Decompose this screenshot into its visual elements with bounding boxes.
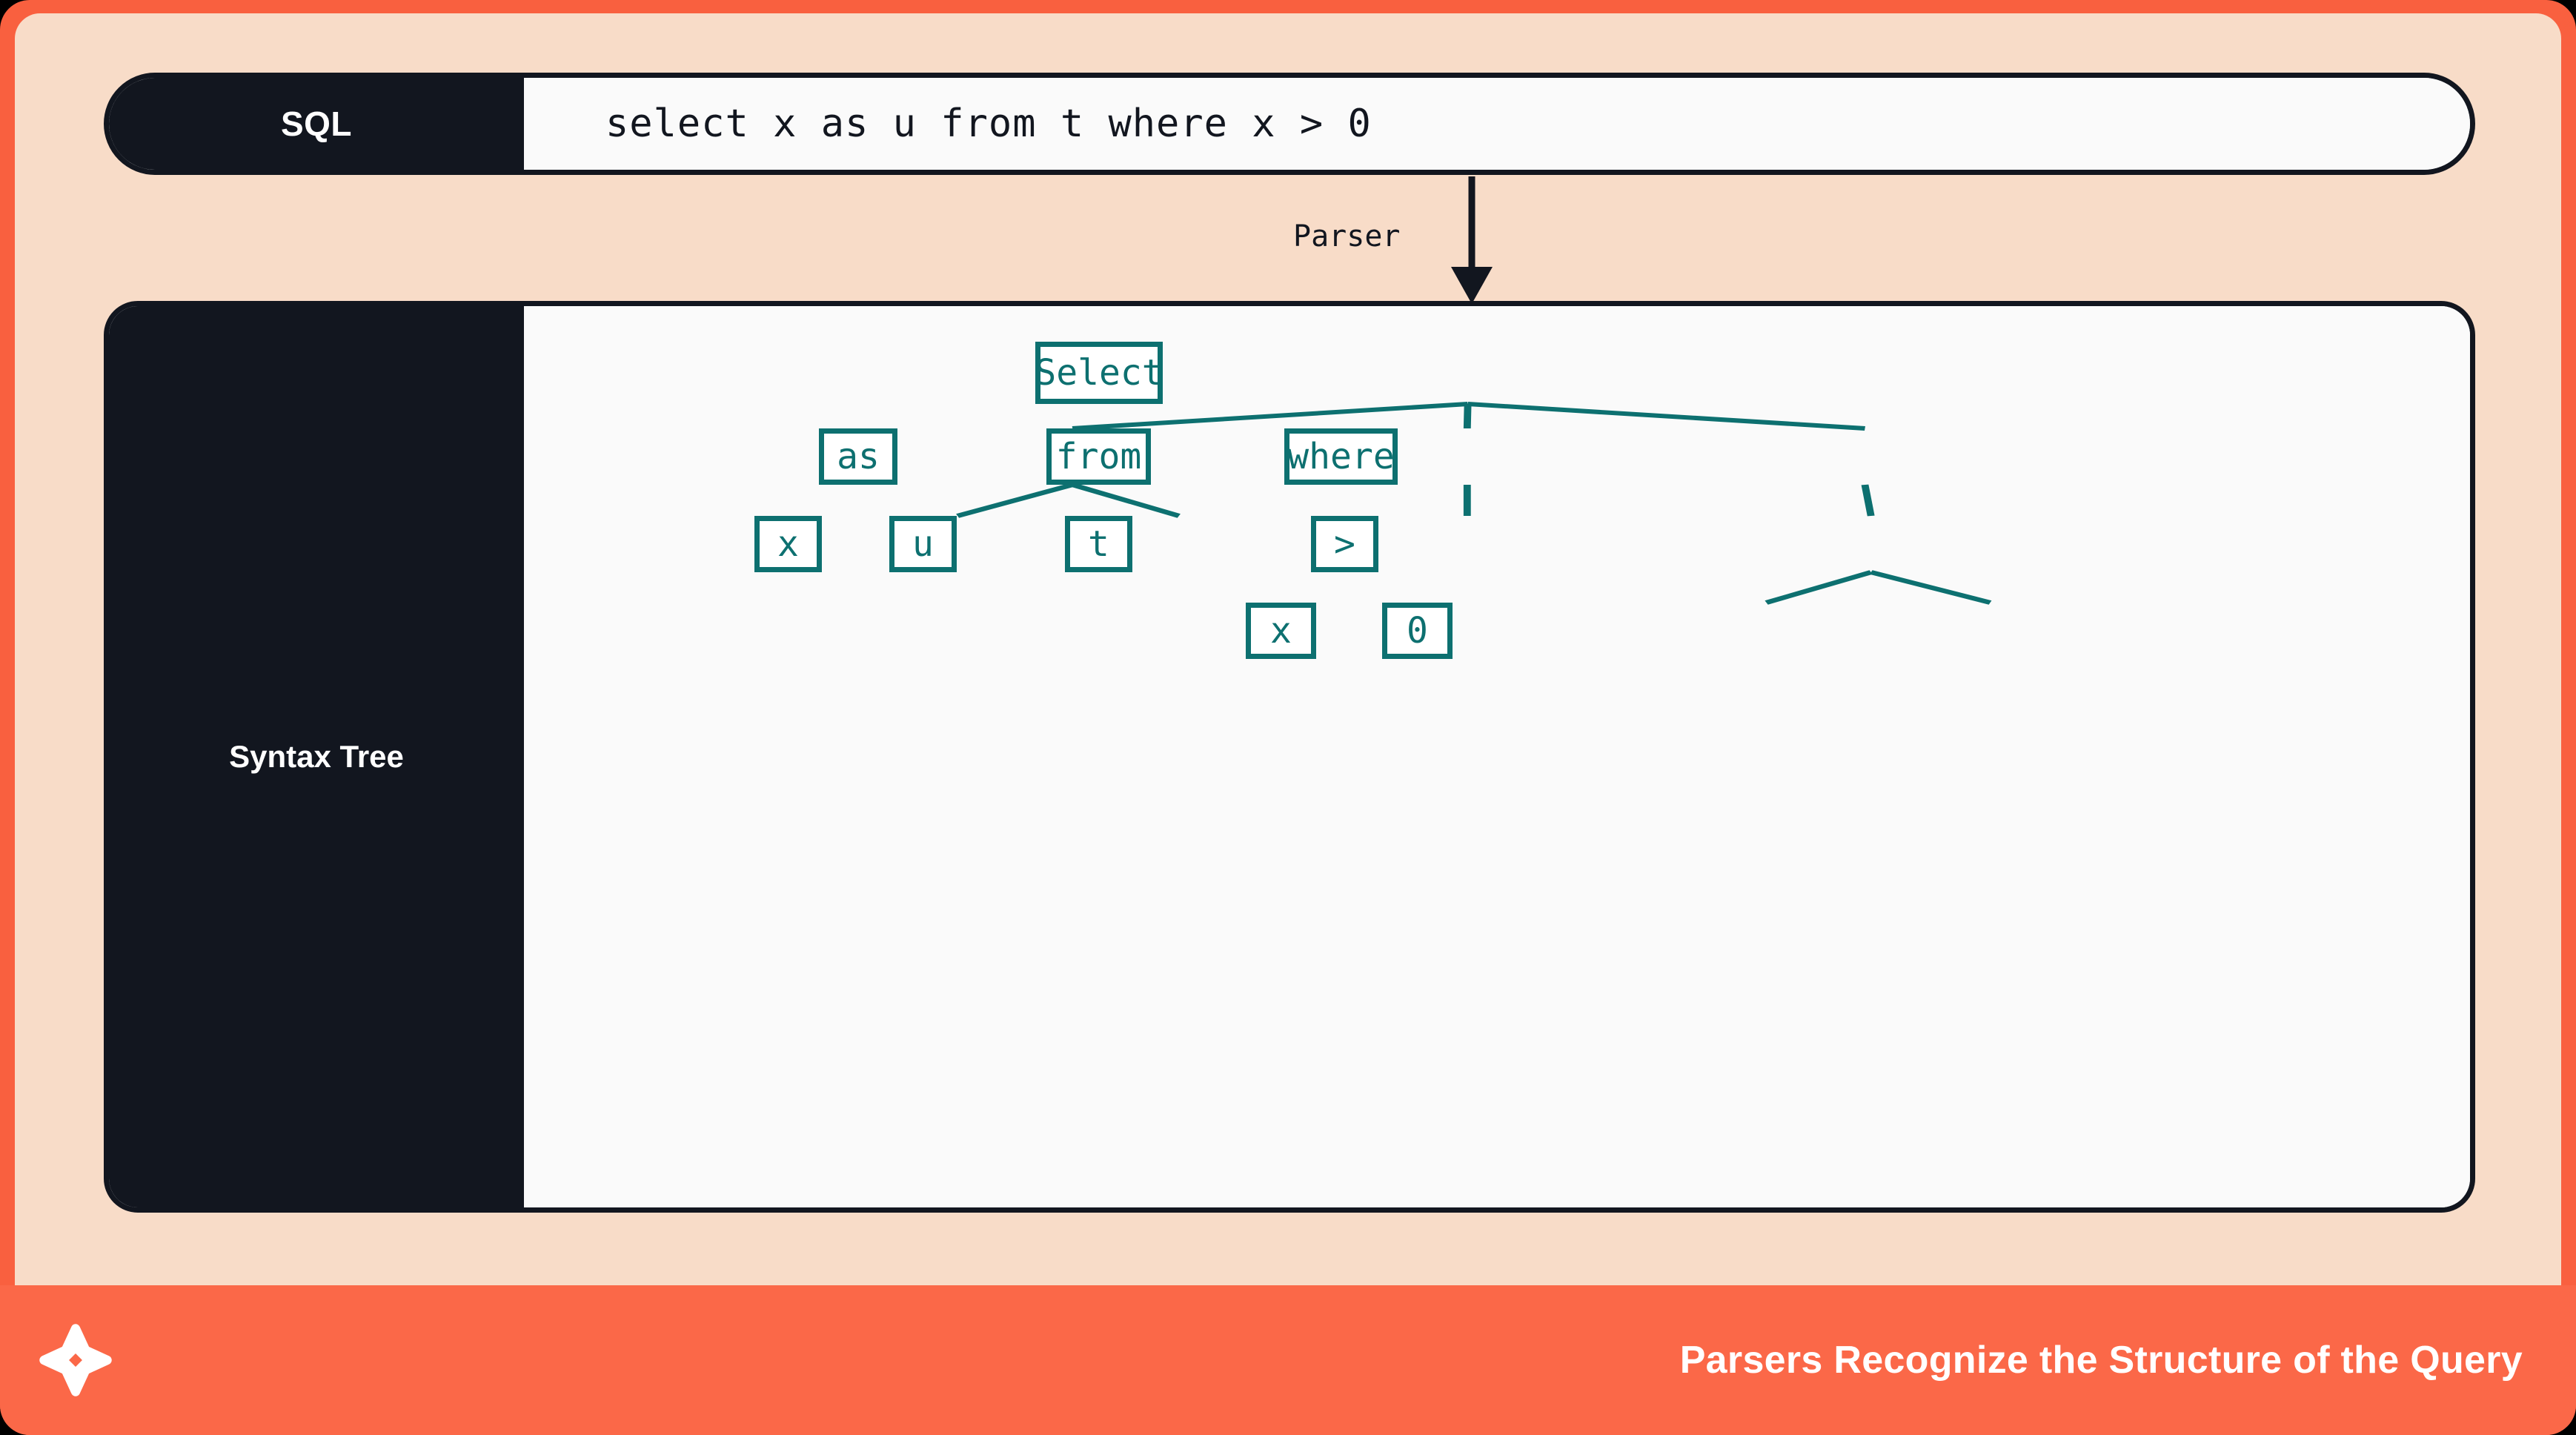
tree-edges	[956, 402, 1992, 605]
tree-node-select[interactable]: Select	[1035, 342, 1163, 404]
tree-node-where[interactable]: where	[1284, 428, 1398, 485]
tree-node-zero[interactable]: 0	[1382, 603, 1453, 659]
tree-edge-select-from	[1463, 403, 1472, 429]
tree-node-x2[interactable]: x	[1246, 603, 1316, 659]
tree-edge-where-gt	[1861, 484, 1875, 517]
sql-input-bar[interactable]: SQL select x as u from t where x > 0	[104, 73, 2475, 175]
tree-edge-select-where	[1467, 402, 1865, 431]
sql-query-input[interactable]: select x as u from t where x > 0	[524, 78, 2470, 170]
tree-node-gt[interactable]: >	[1311, 516, 1378, 572]
parser-arrow-label: Parser	[1293, 219, 1401, 253]
tree-canvas: Select as from where x u t > x 0	[524, 306, 2470, 1207]
footer-title: Parsers Recognize the Structure of the Q…	[1679, 1339, 2523, 1382]
tree-edge-as-u	[1071, 483, 1181, 518]
syntax-tree-panel: Syntax Tree Select as from where x u t > x 0	[104, 301, 2475, 1213]
tree-node-as[interactable]: as	[819, 428, 897, 485]
sql-bar-label: SQL	[109, 78, 524, 170]
tree-node-x1[interactable]: x	[754, 516, 822, 572]
tree-node-u[interactable]: u	[889, 516, 957, 572]
tree-edge-gt-zero	[1869, 570, 1992, 605]
tree-node-from[interactable]: from	[1046, 428, 1151, 485]
panel-sidebar-label: Syntax Tree	[109, 306, 524, 1207]
tree-node-t[interactable]: t	[1065, 516, 1132, 572]
x-star-logo-icon	[39, 1324, 112, 1396]
footer-bar: Parsers Recognize the Structure of the Q…	[0, 1285, 2576, 1435]
tree-edge-select-as	[1072, 402, 1469, 431]
tree-edge-as-x1	[956, 483, 1075, 518]
tree-edge-gt-x2	[1765, 570, 1873, 605]
